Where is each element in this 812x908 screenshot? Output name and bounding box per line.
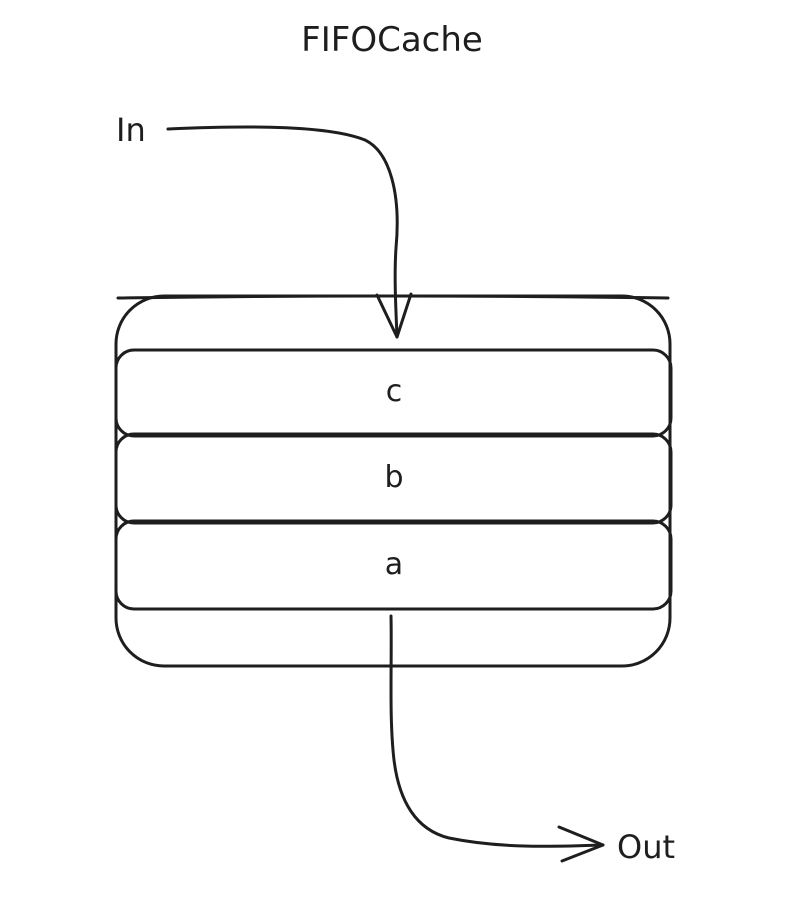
- slot-box: [114, 348, 673, 438]
- slot-label: a: [385, 547, 403, 582]
- slot-box: [114, 519, 673, 611]
- slot-label: b: [384, 460, 403, 495]
- output-label: Out: [617, 828, 675, 866]
- slot-box: [114, 432, 673, 525]
- slot-stack: c b a: [114, 348, 673, 611]
- output-arrow: [389, 614, 605, 863]
- diagram-title: FIFOCache: [301, 20, 483, 60]
- cache-container-top-sketch-line: [116, 294, 670, 300]
- input-arrow: [166, 125, 413, 339]
- cache-slot-b: b: [114, 432, 673, 525]
- input-arrow-head-icon: [375, 292, 413, 339]
- output-arrow-head-icon: [557, 825, 605, 863]
- output-arrow-path: [389, 614, 605, 848]
- cache-slot-a: a: [114, 519, 673, 611]
- slot-label: c: [386, 374, 403, 409]
- input-label: In: [116, 111, 146, 149]
- cache-slot-c: c: [114, 348, 673, 438]
- input-arrow-path: [166, 125, 399, 339]
